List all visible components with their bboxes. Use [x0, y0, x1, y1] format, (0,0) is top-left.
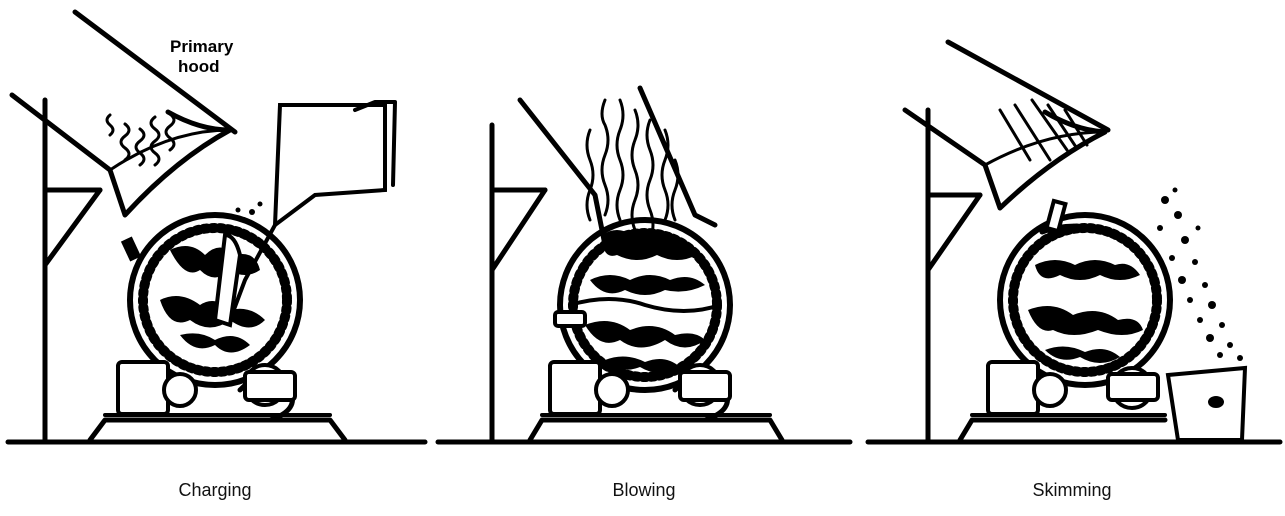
support-frame: [928, 110, 980, 442]
skimming-illustration: [860, 0, 1285, 470]
charging-ladle: [230, 102, 395, 320]
converter-vessel: [1000, 201, 1170, 385]
slag-spill: [1157, 188, 1243, 362]
charging-illustration: Primary hood: [0, 0, 430, 470]
fumes: [107, 114, 174, 165]
primary-hood-label: Primary hood: [170, 37, 238, 76]
slag-pot: [1168, 368, 1245, 440]
caption-blowing: Blowing: [494, 480, 794, 501]
caption-charging: Charging: [65, 480, 365, 501]
support-frame: [45, 100, 100, 442]
primary-hood: [905, 42, 1108, 208]
converter-base: [960, 362, 1165, 440]
blowing-illustration: [430, 0, 860, 470]
caption-skimming: Skimming: [922, 480, 1222, 501]
support-frame: [492, 125, 545, 442]
converter-vessel: [121, 215, 300, 385]
